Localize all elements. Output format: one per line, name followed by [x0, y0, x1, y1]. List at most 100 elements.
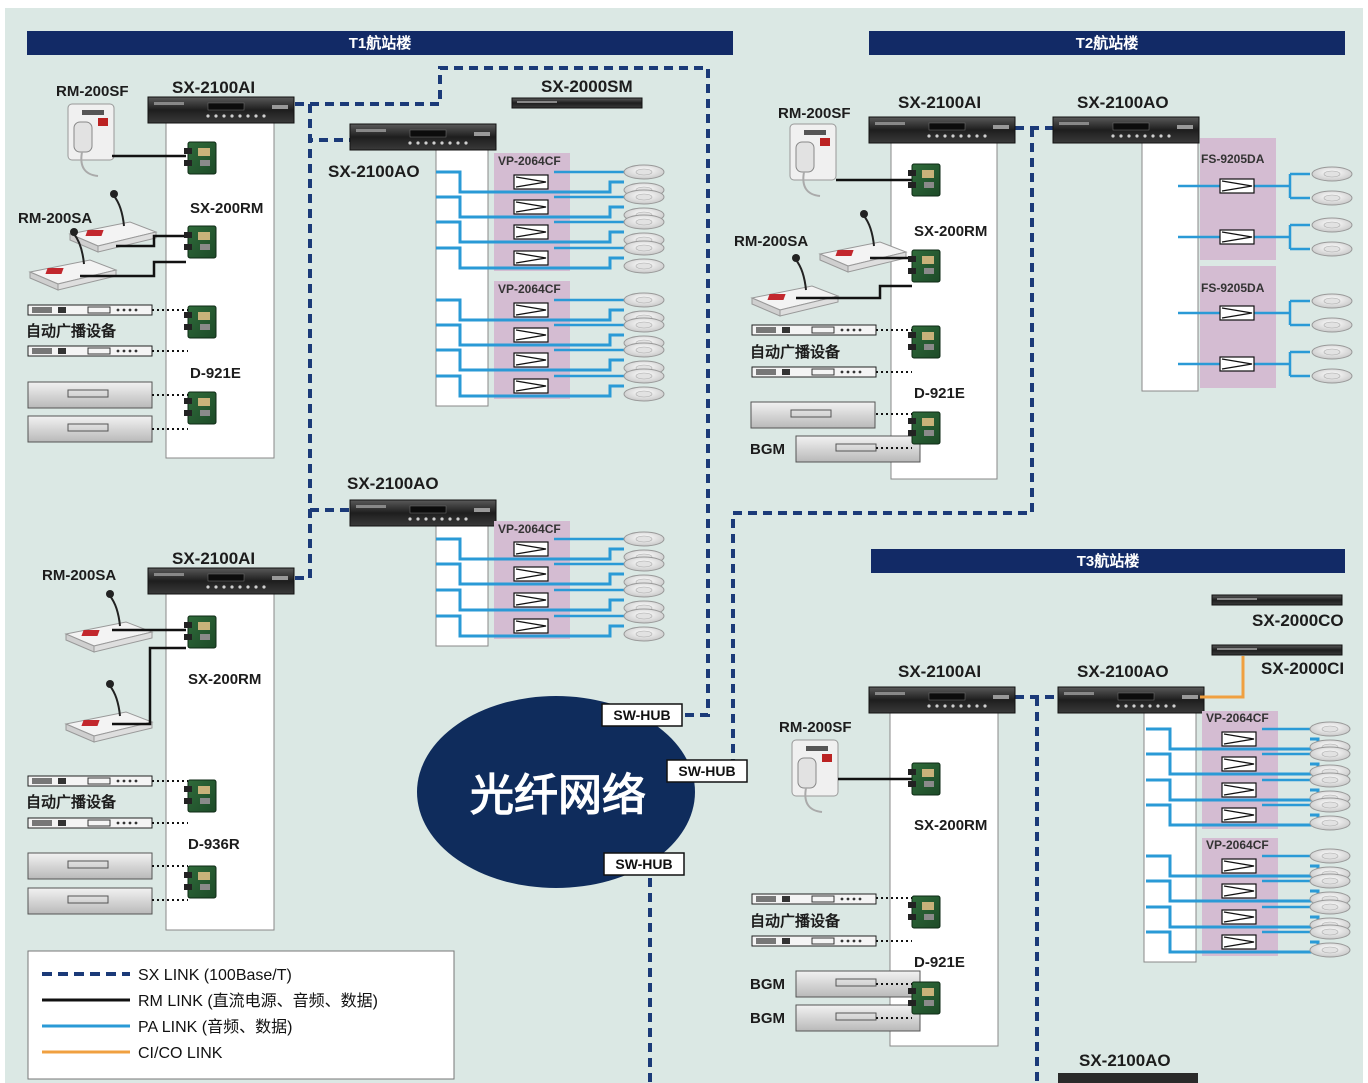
device-label: VP-2064CF — [498, 282, 561, 296]
sx2100ao-unit — [1058, 1073, 1198, 1083]
device-label: SX-2100AI — [898, 662, 981, 681]
amplifier-module — [1221, 909, 1257, 925]
sw-hub: SW-HUB — [603, 852, 685, 876]
legend-item: CI/CO LINK — [42, 1045, 223, 1062]
bgm-player — [750, 401, 876, 429]
auto-broadcast-unit — [751, 324, 877, 336]
auto-broadcast-unit — [751, 366, 877, 378]
device-label: SX-200RM — [914, 817, 987, 834]
rm-link-lines — [796, 178, 912, 300]
sx2100ao-unit — [349, 123, 497, 151]
device-label: BGM — [750, 441, 785, 458]
ceiling-speaker — [1311, 317, 1353, 333]
device-label: RM-200SA — [734, 233, 808, 250]
device-label: D-936R — [188, 836, 240, 853]
bgm-player — [27, 852, 153, 880]
d921e-card — [183, 391, 217, 425]
d921e-card — [183, 305, 217, 339]
pa-channel — [436, 556, 665, 590]
pa-channel — [1146, 772, 1351, 806]
device-label: RM-200SF — [56, 83, 129, 100]
t2-banner-label: T2航站楼 — [1076, 34, 1139, 52]
t2-ao-frame — [1141, 140, 1199, 392]
ceiling-speaker — [1311, 368, 1353, 384]
t1-ai-frame-top — [165, 116, 275, 459]
device-label: 自动广播设备 — [750, 343, 841, 361]
d936r-card — [183, 865, 217, 899]
device-label: FS-9205DA — [1201, 281, 1265, 295]
device-label: FS-9205DA — [1201, 152, 1265, 166]
amplifier-module — [513, 250, 549, 266]
device-label: SX-200RM — [914, 223, 987, 240]
ceiling-speaker — [1311, 241, 1353, 257]
ceiling-speaker — [1309, 848, 1351, 864]
amplifier-module — [1221, 756, 1257, 772]
ceiling-speaker — [1311, 293, 1353, 309]
device-label: SX-2100AO — [1079, 1051, 1171, 1070]
bgm-player — [27, 381, 153, 409]
audio-links — [876, 329, 912, 449]
ceiling-speaker — [623, 214, 665, 230]
device-label: 自动广播设备 — [26, 793, 117, 811]
device-label: RM-200SF — [778, 105, 851, 122]
amplifier-module — [513, 592, 549, 608]
pa-channel — [436, 608, 665, 642]
amplifier-module — [513, 352, 549, 368]
bgm-player — [27, 887, 153, 915]
amplifier-module — [513, 224, 549, 240]
sx2100ai-unit — [868, 686, 1016, 714]
t1-ai-frame-bottom — [165, 588, 275, 931]
pa-channel — [1146, 746, 1351, 780]
device-label: SX-2000SM — [541, 77, 633, 96]
auto-broadcast-unit — [751, 893, 877, 905]
sx2000ci-unit — [1211, 644, 1343, 656]
ceiling-speaker — [623, 531, 665, 547]
pa-channel — [1178, 293, 1353, 333]
legend-item: RM LINK (直流电源、音频、数据) — [42, 992, 378, 1010]
sx2000co-unit — [1211, 594, 1343, 606]
pa-channel — [436, 342, 665, 376]
device-label: VP-2064CF — [1206, 838, 1269, 852]
amplifier-module — [513, 174, 549, 190]
pa-channel — [436, 240, 665, 274]
ceiling-speaker — [1309, 815, 1351, 831]
ceiling-speaker — [1311, 217, 1353, 233]
device-label: SX-2100AI — [898, 93, 981, 112]
legend-label: SX LINK (100Base/T) — [138, 967, 292, 984]
amplifier-module — [1221, 731, 1257, 747]
device-label: SX-2100AO — [1077, 93, 1169, 112]
amplifier-module — [1221, 858, 1257, 874]
d921e-card — [907, 895, 941, 929]
device-label: RM-200SA — [18, 210, 92, 227]
ceiling-speaker — [623, 626, 665, 642]
pa-channel — [1146, 924, 1351, 958]
t1-banner: T1航站楼 — [27, 31, 733, 55]
device-label: VP-2064CF — [1206, 711, 1269, 725]
amplifier-module — [1219, 178, 1255, 194]
device-label: RM-200SF — [779, 719, 852, 736]
sx2000sm-unit — [511, 97, 643, 109]
ceiling-speaker — [623, 368, 665, 384]
ceiling-speaker — [623, 292, 665, 308]
amplifier-module — [513, 566, 549, 582]
device-label: D-921E — [190, 365, 241, 382]
device-label: SX-2100AO — [1077, 662, 1169, 681]
pa-channel — [436, 214, 665, 248]
sx200rm-card — [907, 249, 941, 283]
device-label: RM-200SA — [42, 567, 116, 584]
sw-hub-label: SW-HUB — [678, 763, 735, 779]
ceiling-speaker — [1309, 772, 1351, 788]
pa-channel — [436, 531, 665, 565]
device-label: VP-2064CF — [498, 154, 561, 168]
ceiling-speaker — [1311, 344, 1353, 360]
ceiling-speaker — [623, 608, 665, 624]
legend-item: SX LINK (100Base/T) — [42, 967, 292, 984]
pa-channel — [1178, 344, 1353, 384]
ceiling-speaker — [623, 582, 665, 598]
ceiling-speaker — [1309, 721, 1351, 737]
legend: SX LINK (100Base/T)RM LINK (直流电源、音频、数据)P… — [27, 950, 455, 1080]
pa-channel — [436, 368, 665, 402]
audio-links — [152, 780, 188, 901]
